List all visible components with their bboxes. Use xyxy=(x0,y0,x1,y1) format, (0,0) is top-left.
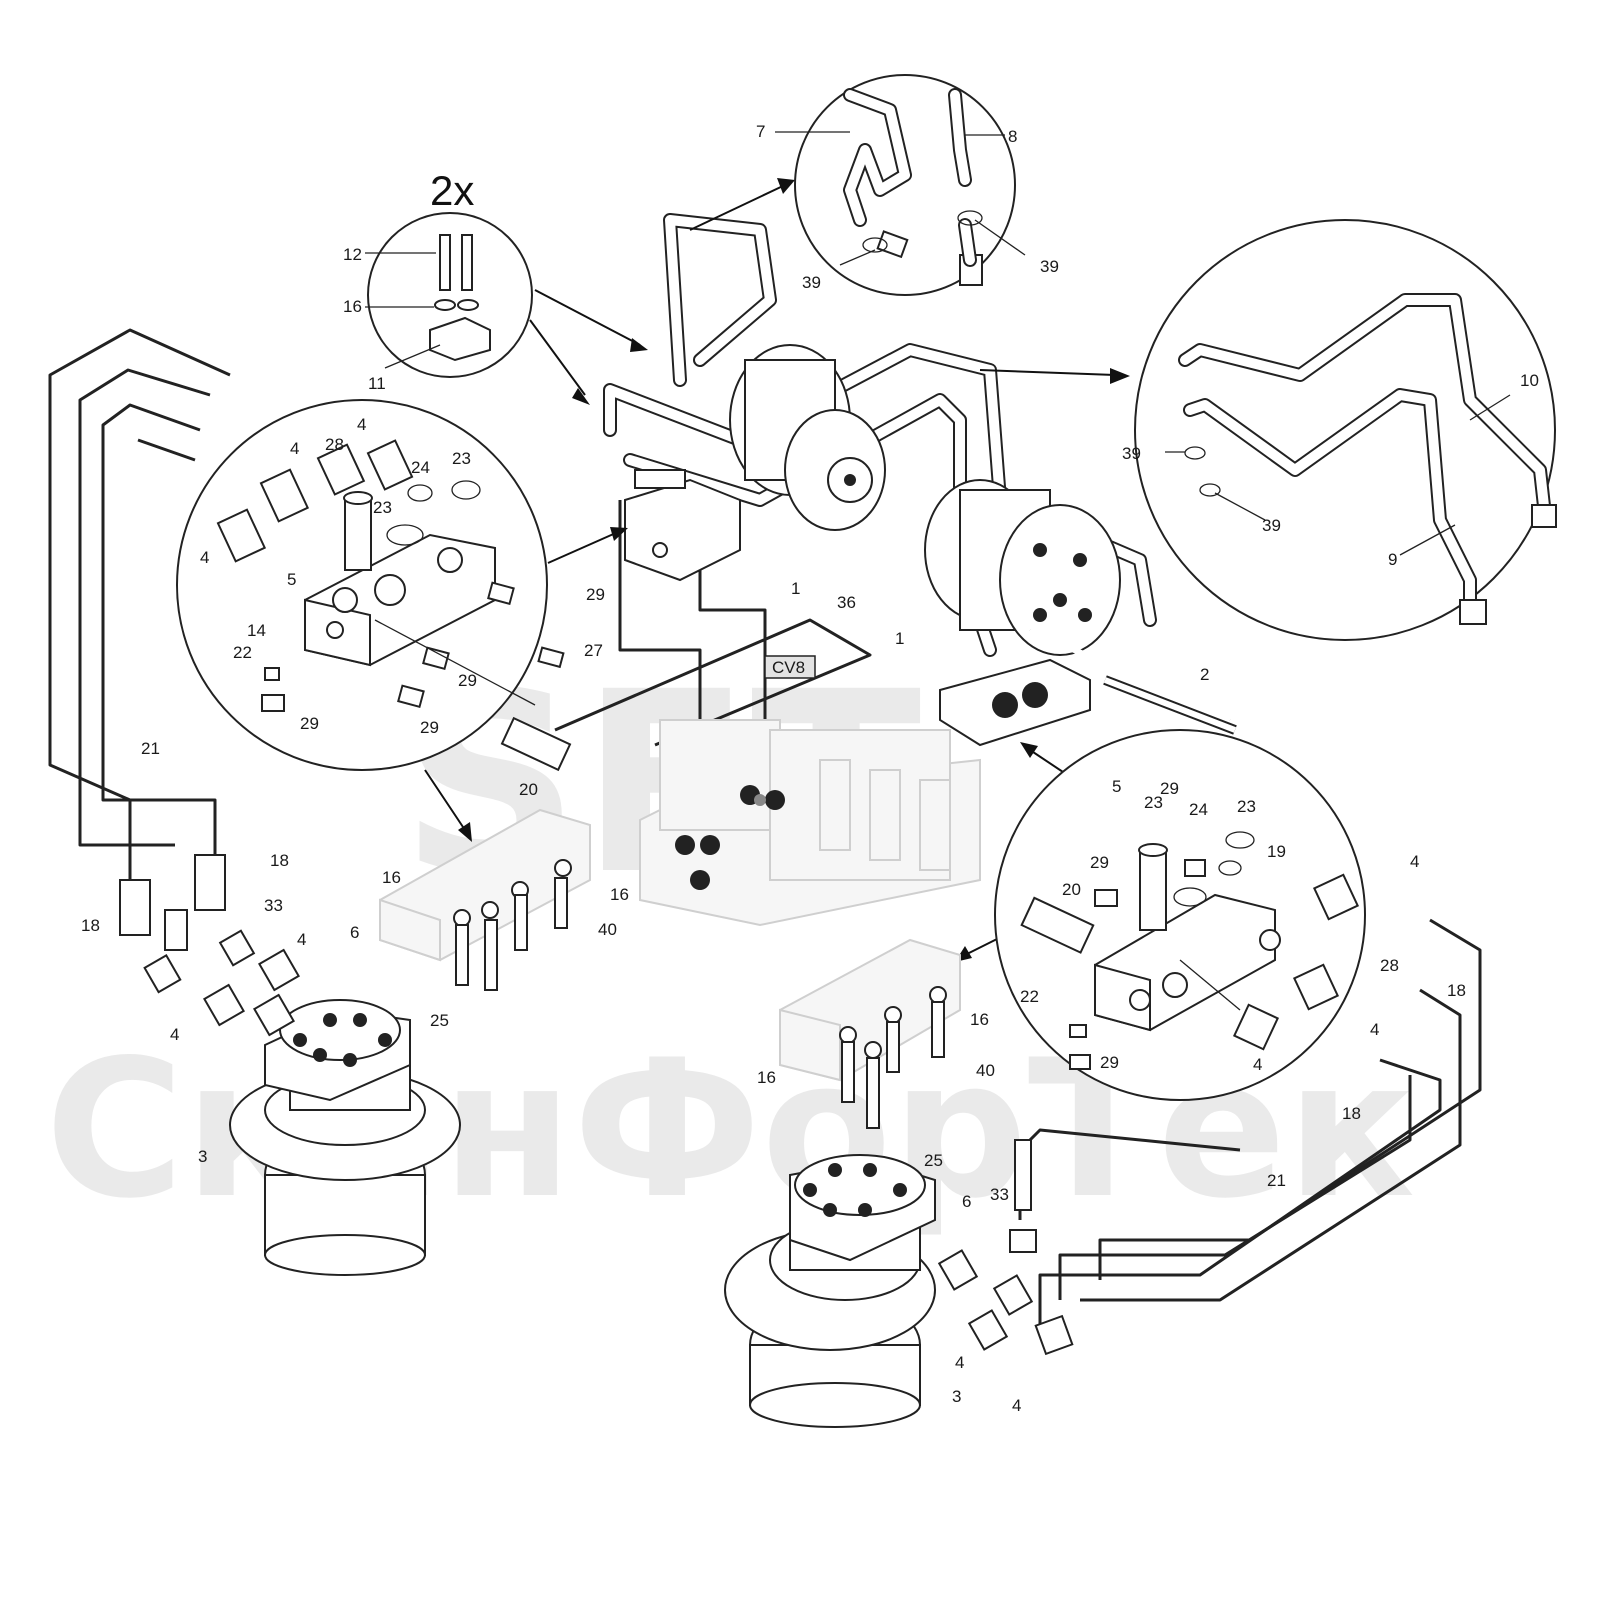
callout-9: 9 xyxy=(1388,550,1397,569)
callout-23: 23 xyxy=(1144,793,1163,812)
callout-28: 28 xyxy=(1380,956,1399,975)
callout-16: 16 xyxy=(970,1010,989,1029)
callout-1: 1 xyxy=(791,579,800,598)
callout-5: 5 xyxy=(287,570,296,589)
callout-4: 4 xyxy=(290,439,299,458)
callout-29: 29 xyxy=(458,671,477,690)
callout-14: 14 xyxy=(247,621,266,640)
detail-circle-bolt-clamp: 2x xyxy=(365,167,533,378)
drive-motor-lower xyxy=(924,479,1121,656)
callout-4: 4 xyxy=(1253,1055,1262,1074)
detail-circle-tubes xyxy=(775,74,1026,296)
callout-23: 23 xyxy=(1237,797,1256,816)
callout-3: 3 xyxy=(198,1147,207,1166)
callout-16: 16 xyxy=(757,1068,776,1087)
callout-6: 6 xyxy=(962,1192,971,1211)
long-bolt xyxy=(1103,675,1237,735)
callout-7: 7 xyxy=(756,122,765,141)
callout-23: 23 xyxy=(373,498,392,517)
callout-5: 5 xyxy=(1112,777,1121,796)
callout-3: 3 xyxy=(952,1387,961,1406)
callout-18: 18 xyxy=(81,916,100,935)
callout-2: 2 xyxy=(1200,665,1209,684)
callout-29: 29 xyxy=(586,585,605,604)
callout-22: 22 xyxy=(1020,987,1039,1006)
callout-28: 28 xyxy=(325,435,344,454)
callout-23: 23 xyxy=(452,449,471,468)
manifold-plate-right xyxy=(779,938,961,1129)
leader-arrows xyxy=(424,178,1130,962)
callout-4: 4 xyxy=(170,1025,179,1044)
callout-22: 22 xyxy=(233,643,252,662)
callout-29: 29 xyxy=(420,718,439,737)
callout-21: 21 xyxy=(141,739,160,758)
control-valve-block xyxy=(639,719,981,927)
callout-4: 4 xyxy=(357,415,366,434)
callout-27: 27 xyxy=(584,641,603,660)
callout-24: 24 xyxy=(1189,800,1208,819)
callout-25: 25 xyxy=(924,1151,943,1170)
callout-39: 39 xyxy=(1122,444,1141,463)
drive-motor-upper xyxy=(729,344,886,531)
callout-4: 4 xyxy=(1410,852,1419,871)
callout-4: 4 xyxy=(297,930,306,949)
callout-12: 12 xyxy=(343,245,362,264)
callout-11: 11 xyxy=(368,374,386,393)
callout-8: 8 xyxy=(1008,127,1017,146)
callout-6: 6 xyxy=(350,923,359,942)
callout-16: 16 xyxy=(343,297,362,316)
manifold-plate-left xyxy=(379,808,591,991)
callout-4: 4 xyxy=(1370,1020,1379,1039)
callout-25: 25 xyxy=(430,1011,449,1030)
callout-18: 18 xyxy=(270,851,289,870)
callout-16: 16 xyxy=(610,885,629,904)
callout-24: 24 xyxy=(411,458,430,477)
callout-19: 19 xyxy=(1267,842,1286,861)
callout-1: 1 xyxy=(895,629,904,648)
valve-block-upper xyxy=(624,469,741,582)
detail-circle-valve-left xyxy=(176,399,572,772)
callout-29: 29 xyxy=(1100,1053,1119,1072)
callout-39: 39 xyxy=(802,273,821,292)
detail-circle-pipes-right xyxy=(1134,219,1557,641)
callout-36: 36 xyxy=(837,593,856,612)
callout-10: 10 xyxy=(1520,371,1539,390)
hose-bundle-left xyxy=(48,328,231,880)
callout-18: 18 xyxy=(1342,1104,1361,1123)
callout-33: 33 xyxy=(990,1185,1009,1204)
callout-18: 18 xyxy=(1447,981,1466,1000)
multiplier-label: 2x xyxy=(430,167,474,214)
callout-40: 40 xyxy=(598,920,617,939)
hose-bundle-right xyxy=(1018,918,1482,1325)
callout-4: 4 xyxy=(1012,1396,1021,1415)
callout-4: 4 xyxy=(955,1353,964,1372)
callout-4: 4 xyxy=(200,548,209,567)
callout-20: 20 xyxy=(519,780,538,799)
slew-motor-right xyxy=(724,1139,1074,1428)
cv8-tag-label: CV8 xyxy=(772,658,805,677)
callout-29: 29 xyxy=(300,714,319,733)
callout-20: 20 xyxy=(1062,880,1081,899)
callout-labels: 1 1 2 3 3 4 4 4 4 4 4 4 4 4 4 5 5 6 6 7 … xyxy=(81,122,1539,1415)
cv8-tag-box xyxy=(764,655,816,679)
callout-16: 16 xyxy=(382,868,401,887)
callout-39: 39 xyxy=(1262,516,1281,535)
valve-block-right xyxy=(939,627,1232,747)
callout-21: 21 xyxy=(1267,1171,1286,1190)
slew-motor-left xyxy=(119,854,461,1276)
callout-39: 39 xyxy=(1040,257,1059,276)
callout-40: 40 xyxy=(976,1061,995,1080)
callout-33: 33 xyxy=(264,896,283,915)
callout-29: 29 xyxy=(1160,779,1179,798)
detail-circle-valve-right xyxy=(994,729,1366,1101)
callout-29: 29 xyxy=(1090,853,1109,872)
